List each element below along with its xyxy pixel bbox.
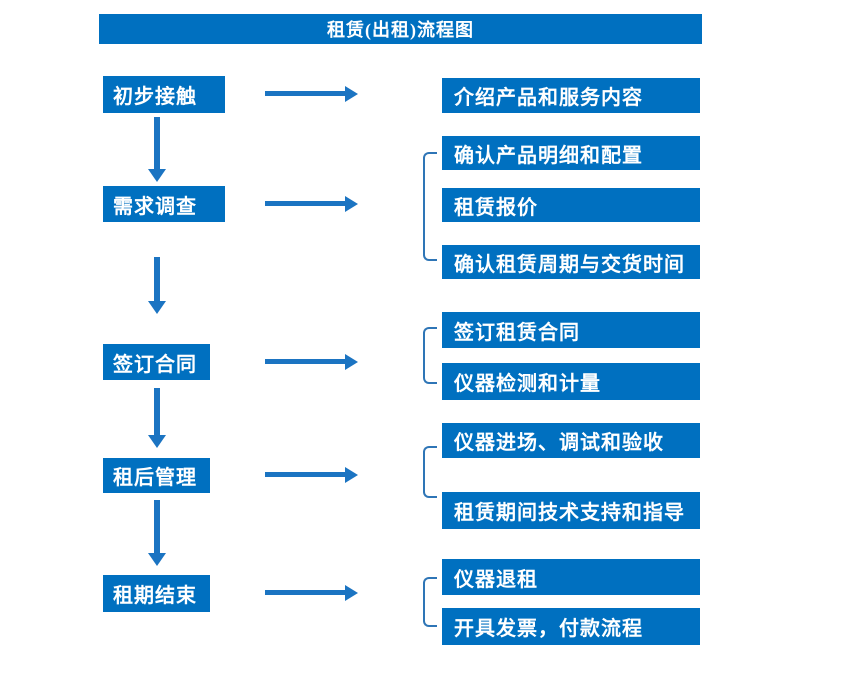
- detail-box-rental-quote: 租赁报价: [442, 188, 700, 222]
- detail-box-technical-support: 租赁期间技术支持和指导: [442, 492, 700, 529]
- detail-box-invoice-payment: 开具发票，付款流程: [442, 608, 700, 645]
- group-bracket: [423, 577, 437, 627]
- arrow-right-icon: [265, 353, 358, 370]
- detail-box-confirm-product-config: 确认产品明细和配置: [442, 136, 700, 170]
- detail-box-instrument-setup-acceptance: 仪器进场、调试和验收: [442, 423, 700, 458]
- group-bracket: [423, 152, 437, 261]
- detail-box-confirm-period-delivery: 确认租赁周期与交货时间: [442, 245, 700, 279]
- group-bracket: [423, 446, 437, 498]
- arrow-down-icon: [148, 257, 166, 314]
- arrow-down-icon: [148, 388, 166, 448]
- arrow-right-icon: [265, 584, 358, 601]
- page-title: 租赁(出租)流程图: [327, 20, 474, 40]
- detail-box-instrument-testing: 仪器检测和计量: [442, 363, 700, 400]
- step-box-initial-contact: 初步接触: [103, 76, 225, 113]
- step-box-sign-contract: 签订合同: [103, 344, 210, 380]
- arrow-down-icon: [148, 117, 166, 182]
- arrow-right-icon: [265, 466, 358, 483]
- step-box-lease-end: 租期结束: [103, 575, 210, 612]
- detail-box-sign-rental-contract: 签订租赁合同: [442, 312, 700, 348]
- arrow-down-icon: [148, 500, 166, 566]
- title-bar: 租赁(出租)流程图: [99, 14, 702, 44]
- step-box-post-rental-management: 租后管理: [103, 458, 210, 493]
- arrow-right-icon: [265, 195, 358, 212]
- group-bracket: [423, 327, 437, 384]
- detail-box-instrument-return: 仪器退租: [442, 559, 700, 595]
- arrow-right-icon: [265, 85, 358, 102]
- detail-box-introduce-products: 介绍产品和服务内容: [442, 78, 700, 113]
- step-box-demand-survey: 需求调查: [103, 186, 225, 222]
